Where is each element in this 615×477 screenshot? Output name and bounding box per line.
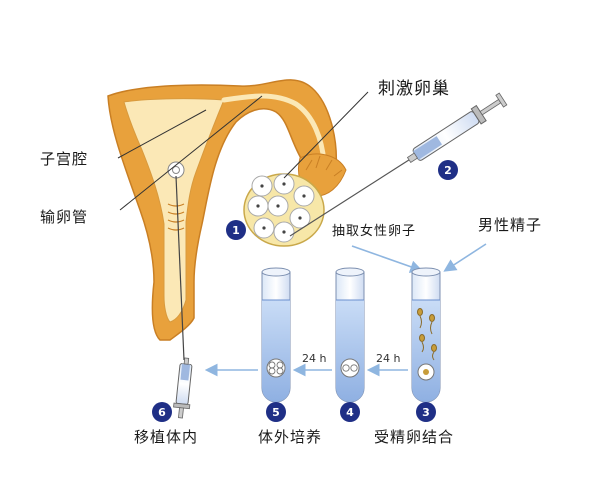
- follicle-dots: [256, 182, 306, 234]
- label-fallopian-tube: 输卵管: [40, 208, 89, 226]
- label-fertilization: 受精卵结合: [374, 428, 455, 446]
- duration-label: 24 h: [302, 352, 327, 365]
- fallopian-tube-shape: [221, 93, 327, 165]
- egg-retrieval-syringe: [289, 92, 508, 237]
- fertilization-tube: [411, 267, 441, 403]
- label-in-vitro-culture: 体外培养: [258, 428, 323, 446]
- step-badge-4: 4: [340, 402, 360, 422]
- cervix-ridges: [167, 203, 185, 231]
- label-male-sperm: 男性精子: [478, 216, 543, 234]
- incubation-tube: [335, 267, 365, 403]
- label-transfer: 移植体内: [134, 428, 199, 446]
- step-badge-3: 3: [416, 402, 436, 422]
- two-cell-embryo: [340, 358, 360, 378]
- duration-label: 24 h: [376, 352, 401, 365]
- label-uterine-cavity: 子宫腔: [40, 150, 89, 168]
- leader-lines: [117, 91, 369, 211]
- step-badge-1: 1: [226, 220, 246, 240]
- step-badge-2: 2: [438, 160, 458, 180]
- label-extract-eggs: 抽取女性卵子: [332, 224, 417, 239]
- sperm-cells: [417, 308, 437, 361]
- label-stimulate-ovary: 刺激卵巢: [378, 79, 450, 99]
- multi-cell-embryo: [266, 358, 286, 378]
- step-badge-6: 6: [152, 402, 172, 422]
- transfer-catheter: [173, 175, 193, 419]
- uterus: [107, 79, 338, 341]
- ovary: [243, 173, 325, 247]
- uterine-cavity-shape: [123, 98, 225, 323]
- culture-tube: [261, 267, 291, 403]
- step-badge-5: 5: [266, 402, 286, 422]
- flow-arrows-top: [351, 243, 487, 273]
